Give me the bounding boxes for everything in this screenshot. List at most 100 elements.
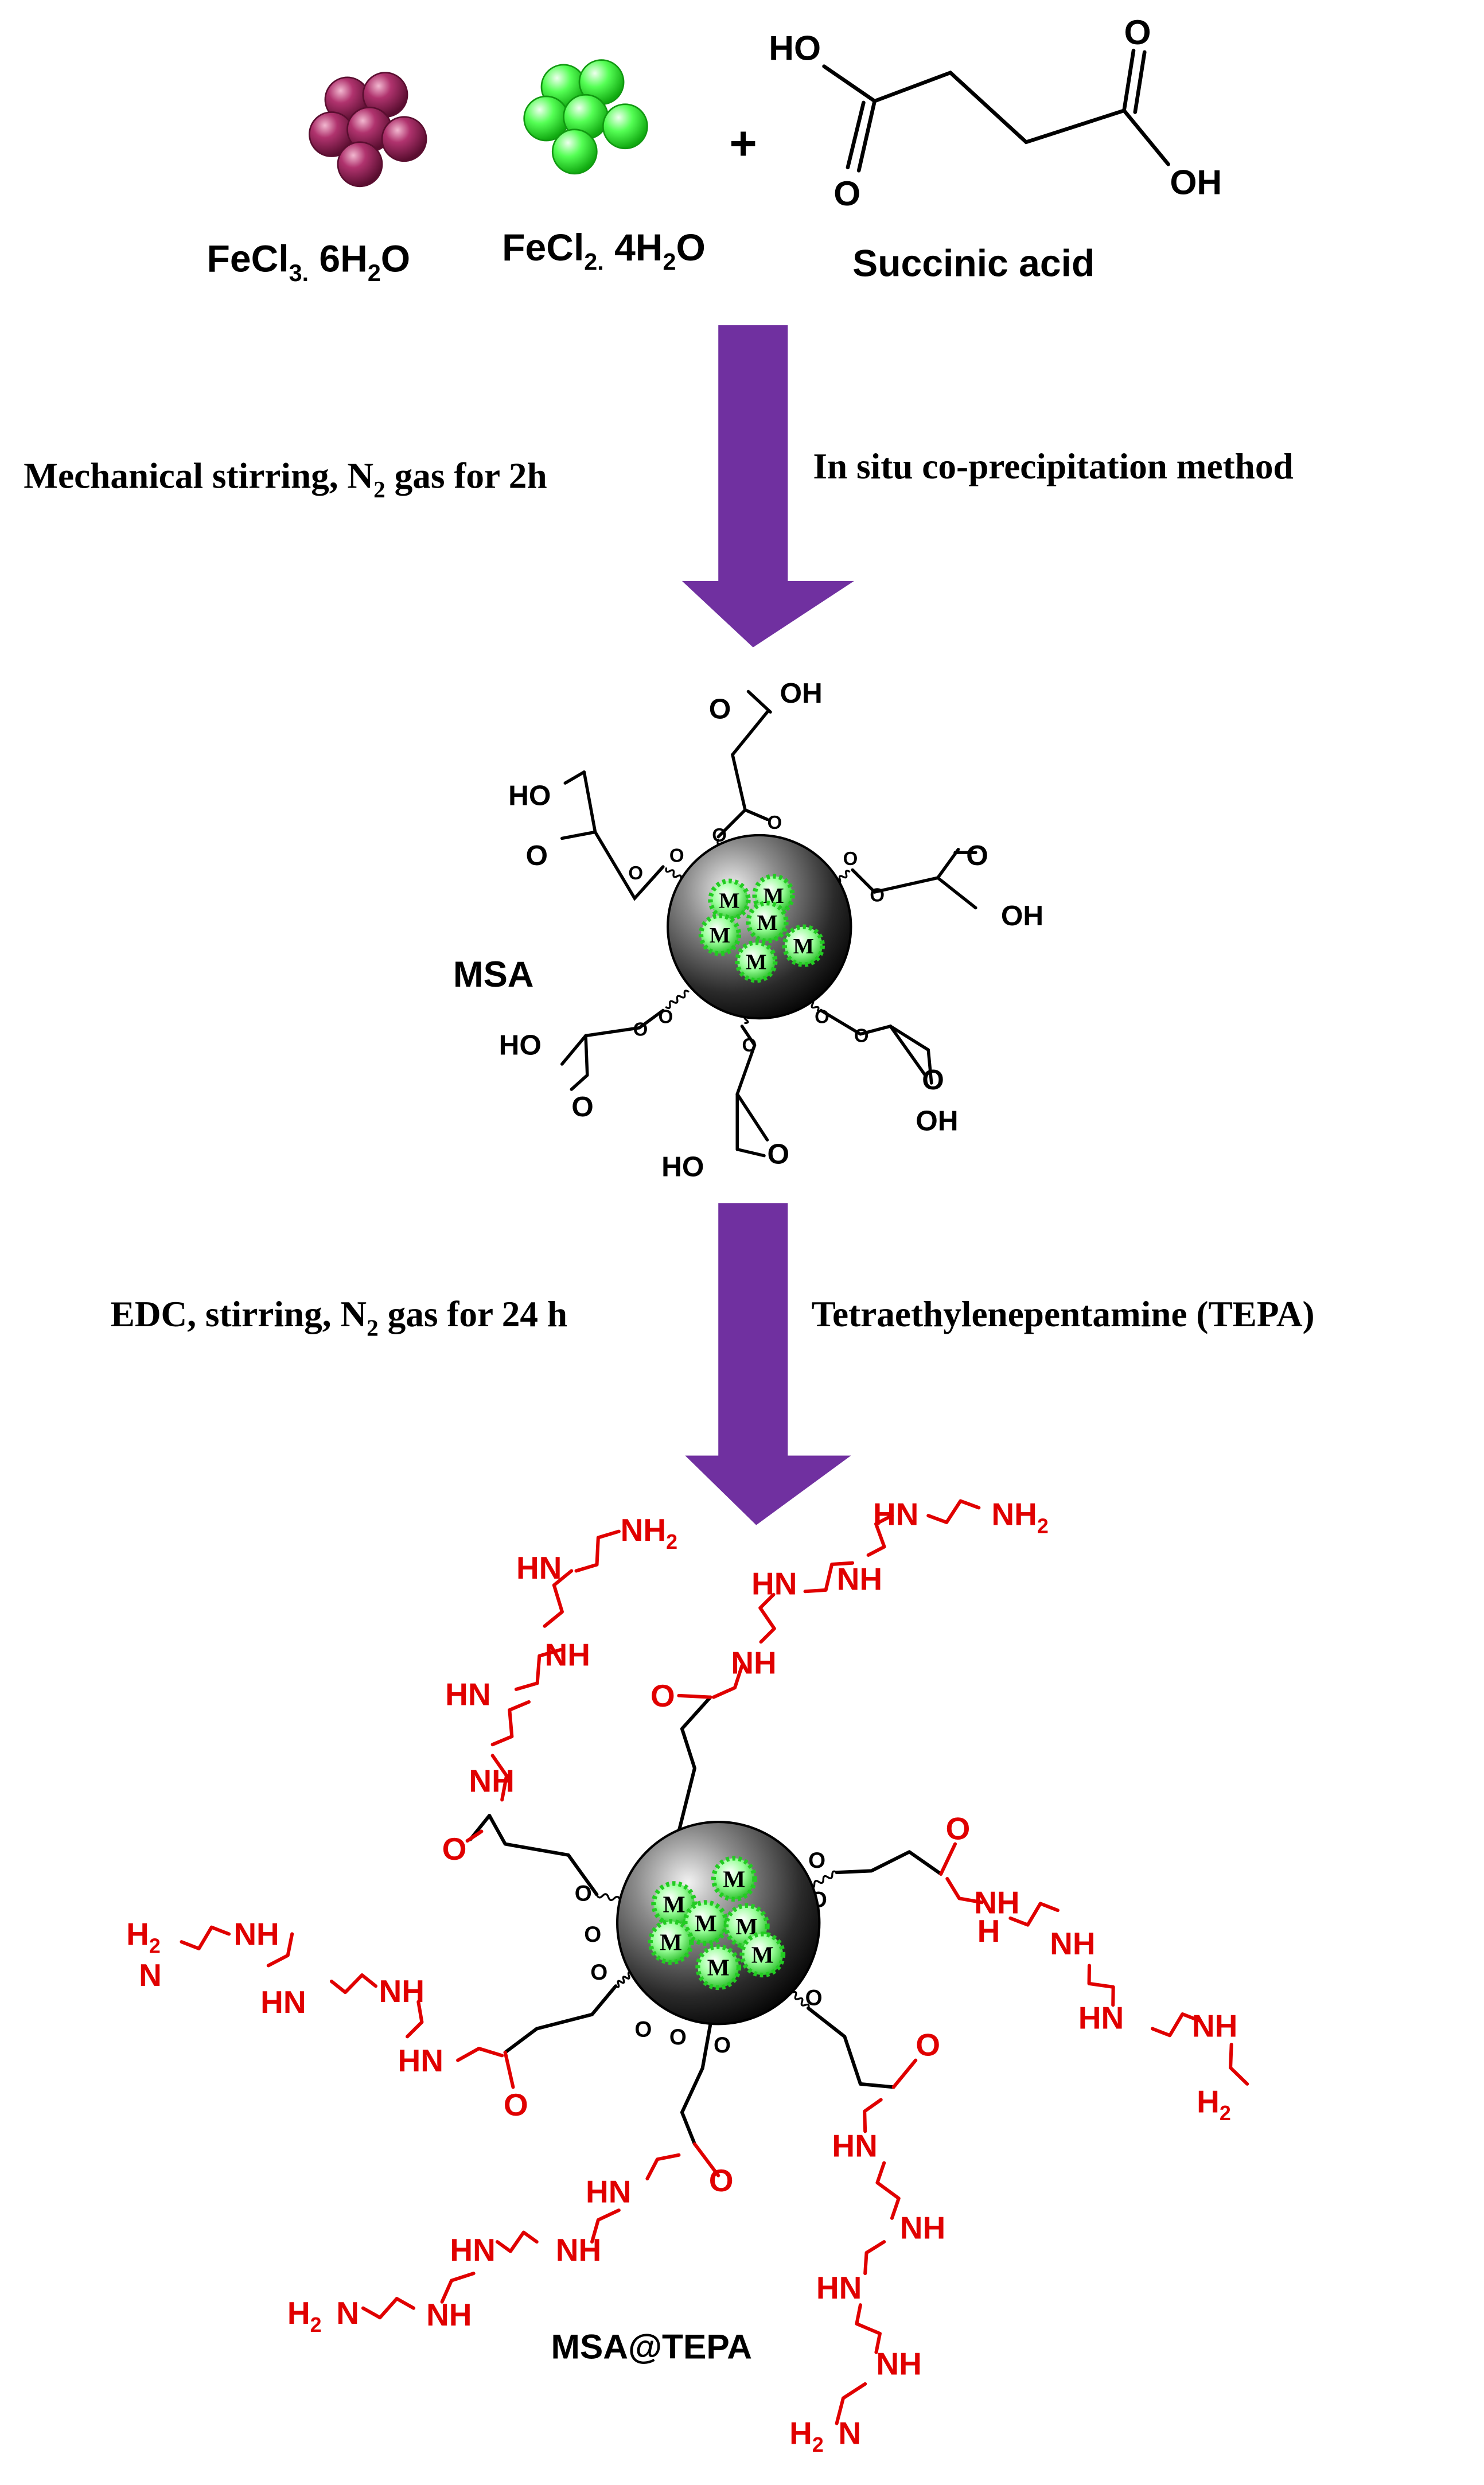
fe-nanocluster-icon: M [695,1944,742,1991]
succinic-acid-structure: HO O O OH [769,13,1222,213]
undefined: NH [876,2346,921,2381]
undefined: O [571,1091,594,1123]
fe3-cluster-icon [309,72,427,188]
svg-text:M: M [793,934,814,959]
step1-conditions: Mechanical stirring, N2 gas for 2h [24,455,547,503]
undefined: O [669,845,684,866]
undefined: NH [544,1637,590,1673]
undefined: O [590,1960,607,1985]
amine-end-label: H2 [1197,2083,1231,2125]
reaction-arrow-icon [681,325,854,648]
amine-end-label: H2 [126,1917,161,1958]
undefined: O [854,1025,869,1046]
tepa-chain-labels: ONHHNNHHNNH2OOONHHNNHHNNH2OONHHNHHNNHH2O… [126,1497,1237,2456]
undefined: HN [450,2232,495,2268]
undefined: HN [816,2270,862,2305]
svg-text:M: M [710,924,730,948]
msa-tepa-nanoparticle: ONHHNNHHNNH2OOONHHNNHHNNH2OONHHNHHNNHH2O… [126,1497,1249,2456]
undefined: HO [661,1151,704,1182]
fe-nanocluster-icon: M [698,913,742,956]
undefined: N [139,1957,162,1993]
svg-text:M: M [746,951,766,975]
svg-text:M: M [723,1866,745,1892]
tepa-chains [180,1499,1249,2425]
svg-text:M: M [707,1954,730,1981]
undefined: NH [974,1885,1019,1921]
undefined: O [709,693,731,725]
undefined: O [922,1064,944,1096]
undefined: O [504,2087,528,2122]
undefined: NH [837,1561,882,1596]
step2-conditions: EDC, stirring, N2 gas for 24 h [111,1294,567,1341]
undefined: O [709,2163,734,2198]
msa-tepa-label: MSA@TEPA [551,2327,751,2366]
undefined: HN [873,1497,918,1532]
plus-sign: + [729,117,757,170]
undefined: O [946,1810,971,1846]
amine-end-label: NH2 [991,1497,1048,1538]
fe-nanocluster-icon: M [782,924,825,967]
undefined: HN [1078,2000,1124,2036]
fe-nanocluster-icon: M [739,1931,786,1978]
undefined: NH [426,2297,472,2332]
undefined: O [808,1848,825,1873]
undefined: O [966,840,988,871]
undefined: O [742,1034,757,1055]
svg-text:OH: OH [1170,163,1222,202]
undefined: HN [516,1550,562,1586]
undefined: NH [556,2232,601,2268]
undefined: O [634,2017,652,2042]
undefined: H [977,1913,1000,1949]
fe-nanocluster-icon: M [708,878,751,921]
step1-method: In situ co-precipitation method [813,446,1293,486]
svg-text:O: O [1124,13,1151,52]
undefined: O [805,1985,823,2010]
svg-text:O: O [833,174,860,213]
reaction-arrow-icon [685,1203,851,1525]
undefined: HN [445,1676,490,1712]
succinic-acid-label: Succinic acid [852,242,1095,285]
undefined: HN [586,2174,631,2209]
fe-nanocluster-icon: M [648,1919,694,1965]
undefined: O [633,1018,648,1039]
fe-nanocluster-icon: M [735,940,778,983]
undefined: O [659,1006,673,1027]
undefined: HN [832,2128,877,2163]
amine-end-label: NH2 [621,1512,677,1553]
fecl2-label: FeCl2. 4H2O [502,226,706,275]
undefined: NH [233,1917,279,1952]
undefined: NH [379,1973,424,2009]
undefined: OH [780,677,823,709]
svg-text:M: M [751,1942,774,1968]
undefined: NH [1050,1926,1095,1961]
svg-text:M: M [757,911,777,935]
undefined: O [815,1006,829,1027]
undefined: O [628,862,643,883]
fe-nanocluster-icon: M [711,1856,757,1902]
undefined: O [575,1882,592,1906]
undefined: OH [916,1105,958,1137]
undefined: O [442,1831,467,1867]
fe2-cluster-icon [523,59,648,175]
step2-reagent: Tetraethylenepentamine (TEPA) [812,1294,1315,1334]
svg-text:M: M [719,889,739,913]
undefined: NH [1192,2008,1237,2043]
undefined: O [870,885,885,906]
undefined: N [336,2295,359,2331]
undefined: O [768,1138,790,1170]
fe-nanocluster-icon: M [683,1900,729,1946]
svg-text:HO: HO [769,29,821,68]
amine-end-label: H2 [287,2295,322,2336]
msa-label: MSA [453,955,534,995]
fecl3-label: FeCl3. 6H2O [207,237,411,286]
undefined: O [714,2033,731,2058]
undefined: NH [900,2210,945,2246]
svg-text:M: M [735,1913,758,1939]
undefined: O [843,848,858,869]
svg-text:M: M [660,1929,682,1956]
